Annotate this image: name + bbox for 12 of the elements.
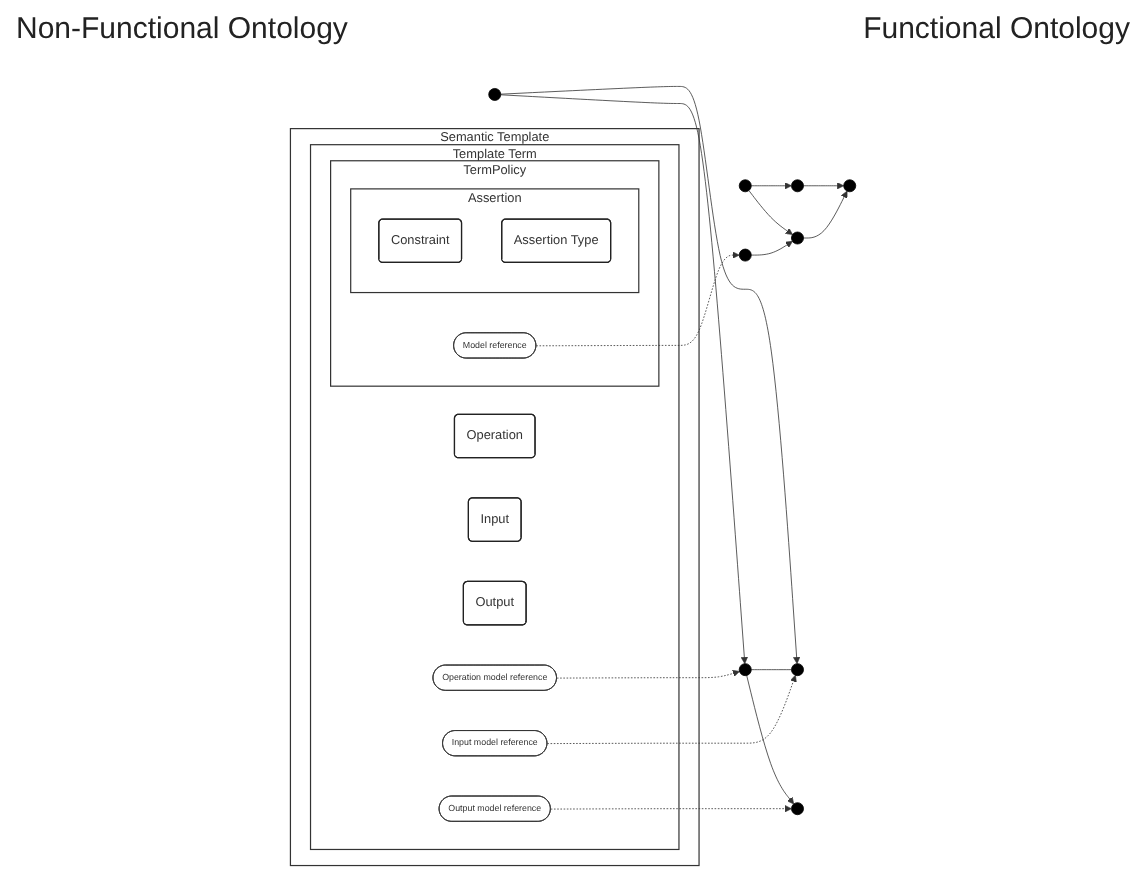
node-circle <box>738 248 752 262</box>
node-circle <box>790 179 804 193</box>
connector <box>750 669 792 671</box>
node-circle <box>790 802 804 816</box>
node-circle <box>843 179 857 193</box>
node-circle <box>738 179 752 193</box>
node-circle <box>488 88 502 101</box>
ontology-title: Functional Ontology <box>863 12 1130 46</box>
node-circle <box>738 663 752 677</box>
ontology-title: Non-Functional Ontology <box>16 12 348 46</box>
node-circle <box>790 663 804 677</box>
node-circle <box>790 231 804 245</box>
